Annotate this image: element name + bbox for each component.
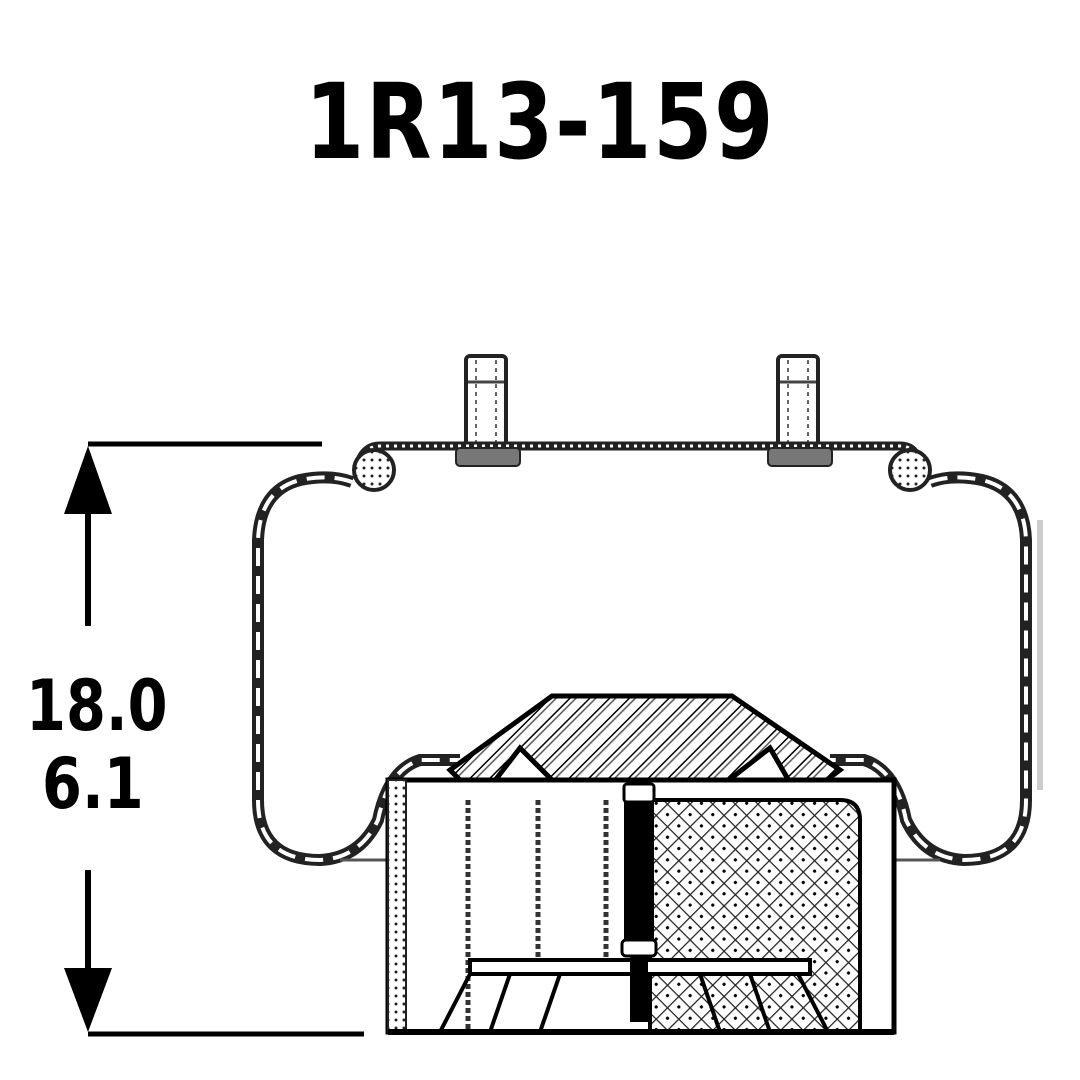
bead-plate [352, 441, 932, 492]
rubber-bellows [252, 471, 1043, 867]
max-height-label: 18.0 [26, 665, 168, 747]
center-bolt [620, 782, 658, 1022]
dimension-arrow [64, 441, 364, 1037]
min-height-label: 6.1 [42, 743, 144, 825]
arrow-up-icon [64, 446, 112, 514]
mounting-studs [464, 354, 820, 458]
part-number-title: 1R13-159 [304, 61, 776, 183]
arrow-down-icon [64, 968, 112, 1032]
